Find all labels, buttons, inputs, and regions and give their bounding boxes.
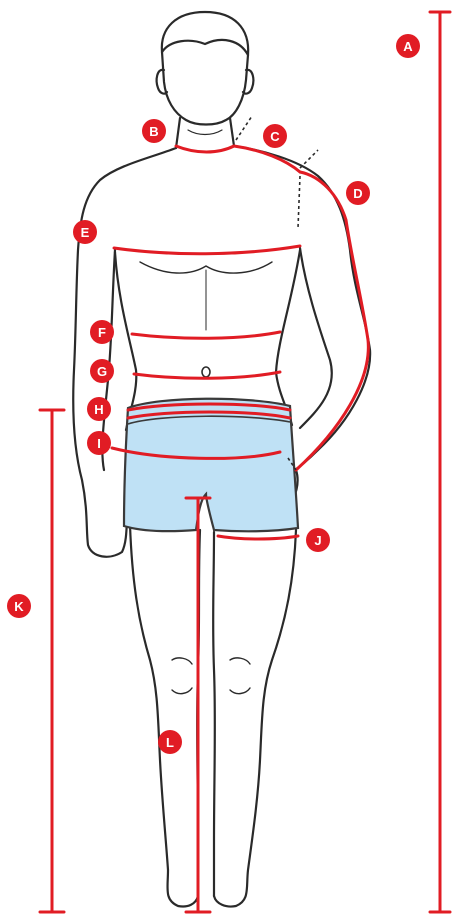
- shoulder-guide-1: [236, 116, 252, 140]
- badge-A: A: [396, 34, 420, 58]
- badge-J: J: [306, 528, 330, 552]
- arm-guide: [298, 176, 300, 228]
- label-D: D: [353, 186, 362, 201]
- badge-K: K: [7, 594, 31, 618]
- arm-line-D: [296, 172, 368, 470]
- label-K: K: [14, 599, 24, 614]
- right-arm-inner: [300, 248, 332, 428]
- badge-G: G: [90, 359, 114, 383]
- hair-outline: [162, 40, 248, 55]
- label-H: H: [94, 402, 103, 417]
- right-leg-inner: [213, 532, 215, 896]
- torso-left: [115, 252, 136, 430]
- badge-E: E: [73, 220, 97, 244]
- left-leg-outline: [130, 525, 198, 907]
- left-knee: [172, 658, 192, 694]
- thigh-line-J: [218, 536, 298, 539]
- label-C: C: [270, 129, 280, 144]
- badge-I: I: [87, 431, 111, 455]
- head-outline: [162, 12, 248, 125]
- neck-line: [188, 130, 222, 135]
- right-leg-outline: [214, 530, 296, 907]
- abdomen-line-G: [134, 372, 280, 378]
- chest-line-E: [114, 246, 300, 254]
- label-A: A: [403, 39, 413, 54]
- label-G: G: [97, 364, 107, 379]
- label-J: J: [314, 533, 321, 548]
- badge-L: L: [158, 730, 182, 754]
- label-B: B: [149, 124, 158, 139]
- torso-right: [276, 250, 300, 425]
- label-L: L: [166, 735, 174, 750]
- navel: [202, 367, 210, 377]
- badge-D: D: [346, 181, 370, 205]
- shoulder-line-C: [234, 146, 300, 172]
- label-E: E: [81, 225, 90, 240]
- badge-B: B: [142, 119, 166, 143]
- neck-line-B: [176, 146, 234, 152]
- badge-C: C: [263, 124, 287, 148]
- label-F: F: [98, 325, 106, 340]
- right-knee: [230, 658, 250, 694]
- waist-line-F: [132, 332, 280, 338]
- neck-right: [230, 118, 234, 146]
- badge-F: F: [90, 320, 114, 344]
- neck-left: [176, 118, 180, 148]
- badge-H: H: [87, 397, 111, 421]
- label-I: I: [97, 436, 101, 451]
